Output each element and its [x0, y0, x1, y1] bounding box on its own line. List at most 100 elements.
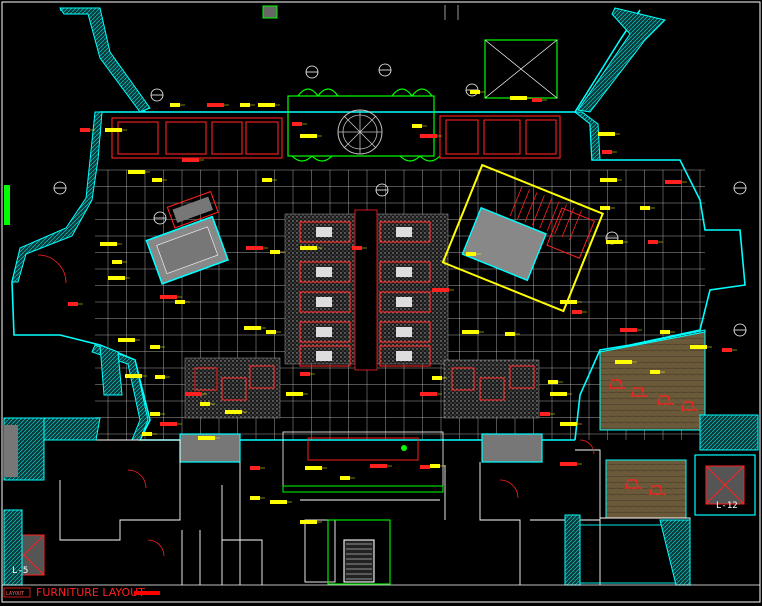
annotation-tag — [244, 326, 261, 330]
side-table — [396, 227, 412, 237]
sofa-group — [299, 221, 431, 367]
lounge-chair — [681, 401, 698, 411]
annotation-tag — [572, 310, 582, 314]
annotation-tag — [660, 330, 670, 334]
lounge-chair — [631, 387, 648, 397]
annotation-tag — [600, 178, 617, 182]
lounge-chair — [625, 479, 642, 489]
annotation-tag — [100, 242, 117, 246]
annotation-tag — [250, 496, 260, 500]
annotation-tag — [246, 246, 263, 250]
annotation-tag — [548, 380, 558, 384]
annotation-tag — [600, 206, 610, 210]
lower-walls — [3, 344, 691, 586]
annotation-tag — [505, 332, 515, 336]
bottom-seating-left — [184, 357, 281, 419]
annotation-tag — [68, 302, 78, 306]
annotation-tag — [300, 520, 317, 524]
annotation-tag — [420, 392, 437, 396]
annotation-tag — [560, 462, 577, 466]
side-table — [396, 351, 412, 361]
annotation-tag — [300, 246, 317, 250]
stair-bottom — [327, 519, 391, 585]
annotation-tag — [650, 370, 660, 374]
annotation-tag — [292, 122, 302, 126]
reception-counter — [179, 431, 543, 493]
annotation-tag — [200, 402, 210, 406]
annotation-tag — [112, 260, 122, 264]
sofa-seat — [379, 321, 431, 343]
sofa-seat — [299, 321, 351, 343]
annotation-tag — [250, 466, 260, 470]
annotation-tag — [142, 432, 152, 436]
annotation-tag — [560, 422, 577, 426]
annotation-tag — [225, 410, 242, 414]
annotation-tag — [648, 240, 658, 244]
annotation-tag — [270, 500, 287, 504]
annotation-tag — [305, 466, 322, 470]
central-seating-island — [284, 209, 449, 371]
annotation-tag — [432, 288, 449, 292]
annotation-tag — [128, 170, 145, 174]
sofa-left — [166, 190, 219, 229]
annotation-tag — [300, 372, 310, 376]
door-swings — [37, 254, 595, 557]
sofa-seat — [379, 261, 431, 283]
annotation-tag — [420, 134, 437, 138]
annotation-tag — [258, 103, 275, 107]
annotation-tag — [125, 374, 142, 378]
annotation-tag — [722, 348, 732, 352]
title-underline-bar — [134, 591, 160, 595]
annotation-tag — [240, 103, 250, 107]
annotation-tag — [598, 132, 615, 136]
sofa-seat — [299, 345, 351, 367]
annotation-tag — [370, 464, 387, 468]
annotation-tag — [665, 180, 682, 184]
annotation-tag — [640, 206, 650, 210]
side-table — [396, 267, 412, 277]
lounge-right — [599, 331, 706, 519]
annotation-tags — [68, 90, 737, 524]
lounge-chair — [609, 379, 626, 389]
entrance-vestibule — [287, 88, 441, 162]
sheet-code-box — [3, 587, 31, 598]
annotation-tag — [150, 345, 160, 349]
sofa-seat — [299, 261, 351, 283]
sofa-seat — [299, 221, 351, 243]
annotation-tag — [620, 328, 637, 332]
annotation-tag — [510, 96, 527, 100]
revolving-door-icon — [337, 109, 383, 155]
lift-label-right: L-12 — [716, 501, 738, 511]
annotation-tag — [182, 158, 199, 162]
annotation-tag — [160, 422, 177, 426]
annotation-tag — [118, 338, 135, 342]
lift-left — [145, 215, 230, 285]
annotation-tag — [690, 345, 707, 349]
annotation-tag — [340, 476, 350, 480]
furniture-top-right — [439, 115, 561, 159]
annotation-tag — [470, 90, 480, 94]
annotation-tag — [160, 295, 177, 299]
drawing-title: FURNITURE LAYOUT — [36, 586, 145, 599]
side-table — [396, 327, 412, 337]
annotation-tag — [615, 360, 632, 364]
lift-label-left: L-5 — [12, 566, 28, 576]
annotation-tag — [466, 252, 476, 256]
side-table — [316, 227, 332, 237]
bottom-seating-right — [443, 359, 540, 419]
sofa-seat — [299, 291, 351, 313]
annotation-tag — [602, 150, 612, 154]
annotation-tag — [266, 330, 276, 334]
lounge-chair — [649, 485, 666, 495]
annotation-tag — [150, 412, 160, 416]
annotation-tag — [412, 124, 422, 128]
annotation-tag — [80, 128, 90, 132]
annotation-tag — [550, 392, 567, 396]
annotation-tag — [430, 464, 440, 468]
annotation-tag — [175, 300, 185, 304]
green-marker — [4, 185, 10, 225]
sofa-seat — [379, 345, 431, 367]
